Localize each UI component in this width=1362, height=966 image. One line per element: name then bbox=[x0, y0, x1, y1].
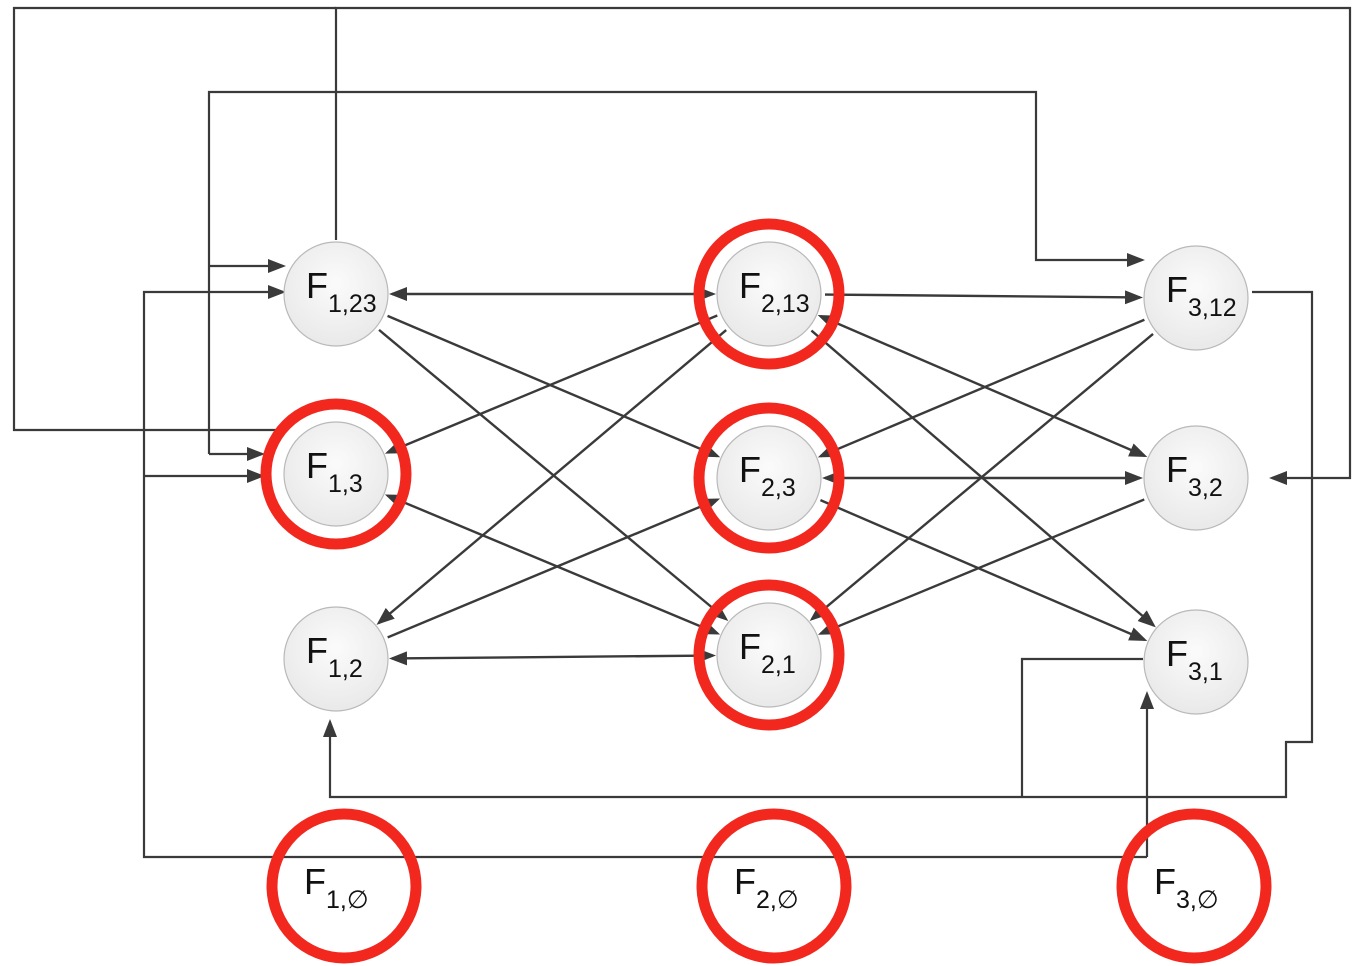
node-label-main: F bbox=[1166, 449, 1188, 490]
node-circle bbox=[283, 241, 389, 347]
node-label: F3,12 bbox=[1166, 269, 1237, 322]
node-label: F3,2 bbox=[1166, 449, 1223, 502]
node-circle bbox=[283, 606, 389, 712]
node-circle bbox=[283, 421, 389, 527]
nodes: F1,23F1,3F1,2F2,13F2,3F2,1F3,12F3,2F3,1F… bbox=[260, 218, 1272, 964]
highlight-ring bbox=[693, 579, 845, 731]
wire-outer-loop bbox=[334, 6, 1352, 485]
node-F2_13[interactable]: F2,13 bbox=[693, 218, 845, 370]
node-label: F1,∅ bbox=[304, 861, 369, 914]
node-label-main: F bbox=[1166, 269, 1188, 310]
node-label-main: F bbox=[1154, 861, 1176, 902]
node-label-sub: 1,∅ bbox=[326, 886, 369, 914]
node-F1_empty[interactable]: F1,∅ bbox=[266, 808, 422, 964]
node-label: F3,1 bbox=[1166, 633, 1223, 686]
node-label: F1,3 bbox=[306, 445, 363, 498]
node-F2_empty[interactable]: F2,∅ bbox=[696, 808, 852, 964]
node-F3_2[interactable]: F3,2 bbox=[1143, 425, 1249, 531]
node-F3_empty[interactable]: F3,∅ bbox=[1116, 808, 1272, 964]
node-label-sub: 1,23 bbox=[328, 290, 377, 318]
node-label-sub: 2,13 bbox=[761, 290, 810, 318]
node-label-sub: 3,∅ bbox=[1176, 886, 1219, 914]
node-label-sub: 2,∅ bbox=[756, 886, 799, 914]
node-F1_23[interactable]: F1,23 bbox=[283, 241, 389, 347]
highlight-ring bbox=[266, 808, 422, 964]
wire-left-loop bbox=[12, 6, 336, 432]
node-label: F1,2 bbox=[306, 630, 363, 683]
node-label-sub: 3,12 bbox=[1188, 294, 1237, 322]
node-label-sub: 1,3 bbox=[328, 470, 363, 498]
node-circle bbox=[716, 602, 822, 708]
node-F1_3[interactable]: F1,3 bbox=[260, 398, 412, 550]
node-label: F1,23 bbox=[306, 265, 377, 318]
node-label-sub: 3,2 bbox=[1188, 474, 1223, 502]
node-F2_3[interactable]: F2,3 bbox=[693, 402, 845, 554]
node-label-main: F bbox=[306, 265, 328, 306]
node-circle bbox=[1143, 425, 1249, 531]
wire-top-loop bbox=[207, 90, 1145, 454]
node-F3_12[interactable]: F3,12 bbox=[1143, 245, 1249, 351]
node-circle bbox=[716, 241, 822, 347]
node-label: F2,13 bbox=[739, 265, 810, 318]
routing-wires bbox=[12, 6, 1352, 859]
node-F1_2[interactable]: F1,2 bbox=[283, 606, 389, 712]
node-label-main: F bbox=[304, 861, 326, 902]
node-F2_1[interactable]: F2,1 bbox=[693, 579, 845, 731]
node-label-main: F bbox=[734, 861, 756, 902]
edge-F2_13-F1_3 bbox=[384, 314, 718, 454]
highlight-ring bbox=[696, 808, 852, 964]
wire-bottom-loop bbox=[142, 285, 1147, 859]
highlight-ring bbox=[693, 218, 845, 370]
node-label: F2,1 bbox=[739, 626, 796, 679]
edge-F2_13-F3_12 bbox=[824, 290, 1144, 305]
edge-F3_2-F2_13 bbox=[817, 314, 1148, 458]
node-label-sub: 1,2 bbox=[328, 655, 363, 683]
edge-F2_13-F3_1 bbox=[810, 329, 1156, 628]
node-label-main: F bbox=[1166, 633, 1188, 674]
node-label: F3,∅ bbox=[1154, 861, 1219, 914]
edge-F2_3-F3_1 bbox=[819, 499, 1148, 642]
edge-F2_1-F1_2 bbox=[388, 648, 717, 666]
wire-lower-loop bbox=[323, 290, 1314, 799]
highlight-ring bbox=[693, 402, 845, 554]
edge-F1_23-F2_3 bbox=[387, 314, 721, 458]
node-label-main: F bbox=[739, 626, 761, 667]
edges bbox=[376, 287, 1156, 666]
node-circle bbox=[1143, 245, 1249, 351]
highlight-ring bbox=[260, 398, 412, 550]
node-label-sub: 2,1 bbox=[761, 651, 796, 679]
node-label-main: F bbox=[739, 449, 761, 490]
edge-F3_2-F2_1 bbox=[817, 498, 1145, 635]
node-label-sub: 3,1 bbox=[1188, 658, 1223, 686]
node-label-sub: 2,3 bbox=[761, 474, 796, 502]
wire-f3-1-return bbox=[1020, 657, 1143, 797]
node-label: F2,3 bbox=[739, 449, 796, 502]
node-circle bbox=[716, 425, 822, 531]
node-label-main: F bbox=[306, 445, 328, 486]
edge-F1_2-F2_3 bbox=[387, 498, 721, 639]
node-circle bbox=[1143, 609, 1249, 715]
node-label-main: F bbox=[306, 630, 328, 671]
node-label-main: F bbox=[739, 265, 761, 306]
node-label: F2,∅ bbox=[734, 861, 799, 914]
highlight-ring bbox=[1116, 808, 1272, 964]
edge-F1_3-F2_1 bbox=[384, 494, 721, 635]
node-F3_1[interactable]: F3,1 bbox=[1143, 609, 1249, 715]
